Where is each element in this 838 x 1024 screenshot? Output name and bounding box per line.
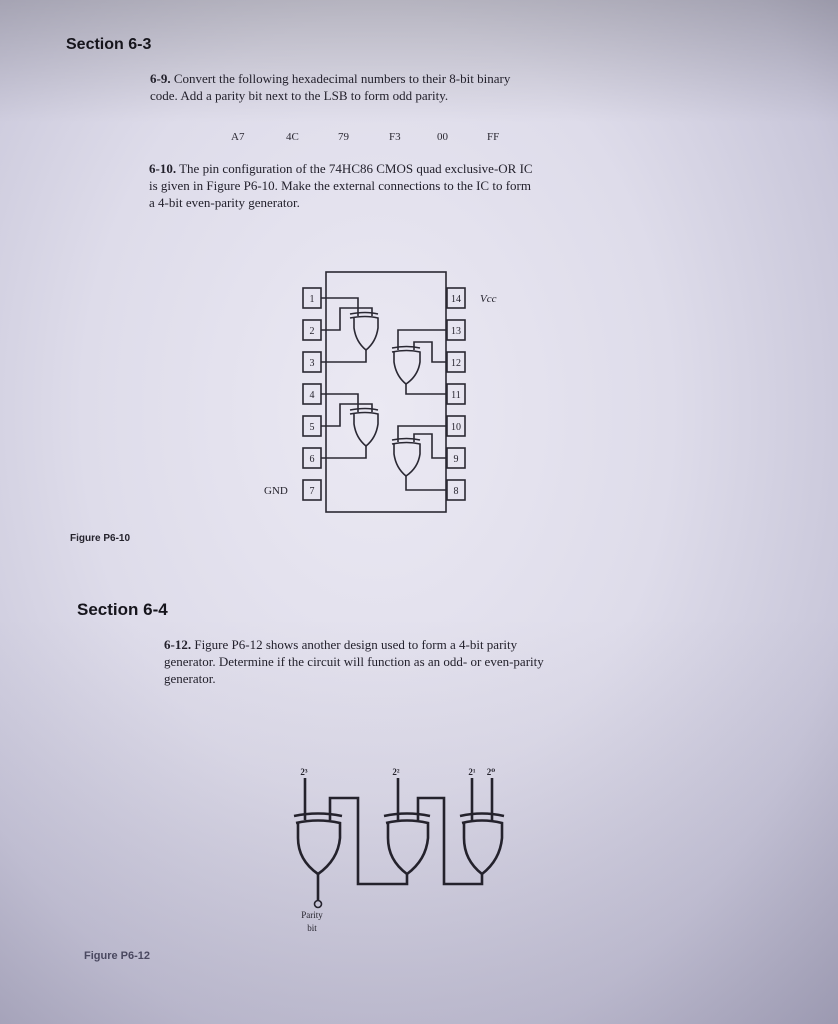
figure-caption-p6-12: Figure P6-12 xyxy=(84,950,151,962)
problem-text-line: is given in Figure P6-10. Make the exter… xyxy=(149,178,531,193)
problem-text-line: Convert the following hexadecimal number… xyxy=(173,71,511,86)
problem-6-12: 6-12. Figure P6-12 shows another design … xyxy=(164,636,734,687)
figure-caption-p6-10: Figure P6-10 xyxy=(70,533,131,544)
pin-number: 11 xyxy=(451,390,461,401)
output-label: bit xyxy=(307,923,317,933)
pin-number: 13 xyxy=(451,326,461,337)
input-label: 2¹ xyxy=(468,767,476,777)
xor-gate-symbol xyxy=(383,812,431,876)
xor-gate-symbol xyxy=(459,812,505,876)
pin-number: 9 xyxy=(454,454,459,465)
section-heading-6-3: Section 6-3 xyxy=(66,36,152,53)
problem-text-line: generator. xyxy=(164,671,216,686)
gnd-label: GND xyxy=(264,485,288,497)
problem-text-line: generator. Determine if the circuit will… xyxy=(164,654,544,669)
hex-value: 79 xyxy=(338,131,349,143)
pin-box xyxy=(446,287,466,309)
pin-number: 12 xyxy=(451,358,461,369)
xor-gate-symbol xyxy=(349,311,379,352)
hex-value: A7 xyxy=(231,131,245,143)
xor-gate-symbol xyxy=(391,345,421,385)
problem-number: 6-12. xyxy=(164,637,192,652)
xor-gate-symbol xyxy=(391,437,421,477)
pin-number: 1 xyxy=(310,294,315,305)
pin-number: 6 xyxy=(310,454,315,465)
problem-number: 6-9. xyxy=(150,71,171,86)
hex-value: F3 xyxy=(389,131,401,143)
xor-gate-symbol xyxy=(293,812,343,876)
pin-number: 2 xyxy=(310,326,315,337)
pin-box xyxy=(302,479,322,501)
pin-number: 14 xyxy=(451,294,461,305)
problem-6-9: 6-9. Convert the following hexadecimal n… xyxy=(150,70,710,104)
hex-value: 4C xyxy=(286,131,299,143)
output-label: Parity xyxy=(301,910,323,920)
output-terminal xyxy=(313,899,323,909)
xor-gate-symbol xyxy=(349,407,379,448)
section-heading-6-4: Section 6-4 xyxy=(77,600,168,619)
problem-text-line: code. Add a parity bit next to the LSB t… xyxy=(150,88,449,103)
pin-number: 5 xyxy=(310,422,315,433)
input-label: 2² xyxy=(392,767,400,777)
hex-value: FF xyxy=(487,131,500,143)
pin-number: 10 xyxy=(451,422,461,433)
problem-6-10: 6-10. The pin configuration of the 74HC8… xyxy=(149,160,729,211)
ic-body xyxy=(325,271,447,513)
input-label: 2³ xyxy=(300,767,308,777)
problem-number: 6-10. xyxy=(149,161,177,176)
pin-number: 4 xyxy=(310,390,315,401)
problem-text-line: The pin configuration of the 74HC86 CMOS… xyxy=(179,161,533,176)
pin-number: 7 xyxy=(310,486,315,497)
pin-number: 3 xyxy=(310,358,315,369)
vcc-label: Vcc xyxy=(480,293,497,305)
problem-text-line: a 4-bit even-parity generator. xyxy=(149,195,300,210)
hex-value: 00 xyxy=(437,131,448,143)
pin-number: 8 xyxy=(454,486,459,497)
problem-text-line: Figure P6-12 shows another design used t… xyxy=(194,637,518,652)
input-label: 2⁰ xyxy=(487,767,496,777)
